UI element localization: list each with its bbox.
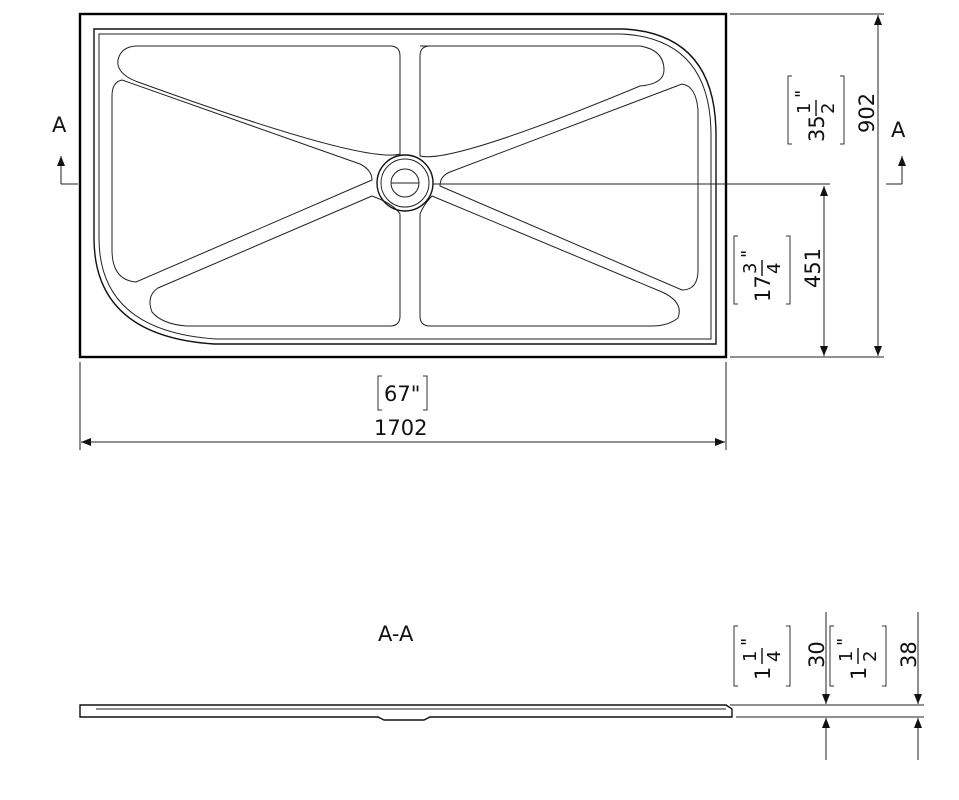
drain-offset-inch-whole: 17 [751, 275, 775, 302]
height-b-inch-den: 2 [860, 651, 881, 662]
section-label-left: A [52, 113, 67, 137]
length-mm-text: 1702 [374, 416, 427, 440]
drain [376, 154, 434, 212]
height-b-inch-whole: 1 [847, 667, 871, 680]
height-a-inch-mark: " [738, 638, 759, 646]
tray-rim-outer [93, 28, 717, 345]
height-a-inch-num: 1 [740, 651, 761, 662]
width-mm-text: 902 [855, 93, 879, 133]
height-a-inch-whole: 1 [751, 667, 775, 680]
height-b-inch-mark: " [834, 638, 855, 646]
top-view: A A [52, 12, 906, 359]
width-inch-num: 1 [794, 103, 815, 114]
tray-outline [78, 12, 728, 359]
section-title: A-A [378, 622, 414, 646]
drain-offset-inch-mark: " [738, 250, 759, 258]
height-b-inch-num: 1 [836, 651, 857, 662]
drain-offset-mm-text: 451 [801, 248, 825, 288]
section-view: A-A [79, 622, 733, 721]
width-inch-mark: " [792, 90, 813, 98]
section-label-right: A [891, 118, 906, 142]
section-profile [79, 704, 733, 721]
drain-offset-inch-den: 4 [764, 263, 785, 274]
length-inch-text: 67" [384, 382, 420, 406]
height-b-mm-text: 38 [897, 641, 921, 668]
height-b-dimension: 38 1 1 2 " [829, 612, 924, 760]
section-marker-right: A [886, 118, 906, 185]
width-dimension: 902 35 1 2 " [730, 13, 884, 358]
height-a-inch-den: 4 [764, 651, 785, 662]
drainage-channels [111, 45, 699, 327]
drain-offset-inch-num: 3 [740, 263, 761, 274]
length-dimension: 67" 1702 [79, 362, 727, 450]
width-inch-whole: 35 [805, 115, 829, 142]
section-marker-left: A [52, 113, 78, 185]
tray-rim-inner [98, 33, 712, 340]
width-inch-den: 2 [818, 103, 839, 114]
height-a-mm-text: 30 [805, 641, 829, 668]
drain-offset-dimension: 451 17 3 4 " [433, 183, 830, 356]
height-a-dimension: 30 1 1 4 " [730, 612, 832, 760]
